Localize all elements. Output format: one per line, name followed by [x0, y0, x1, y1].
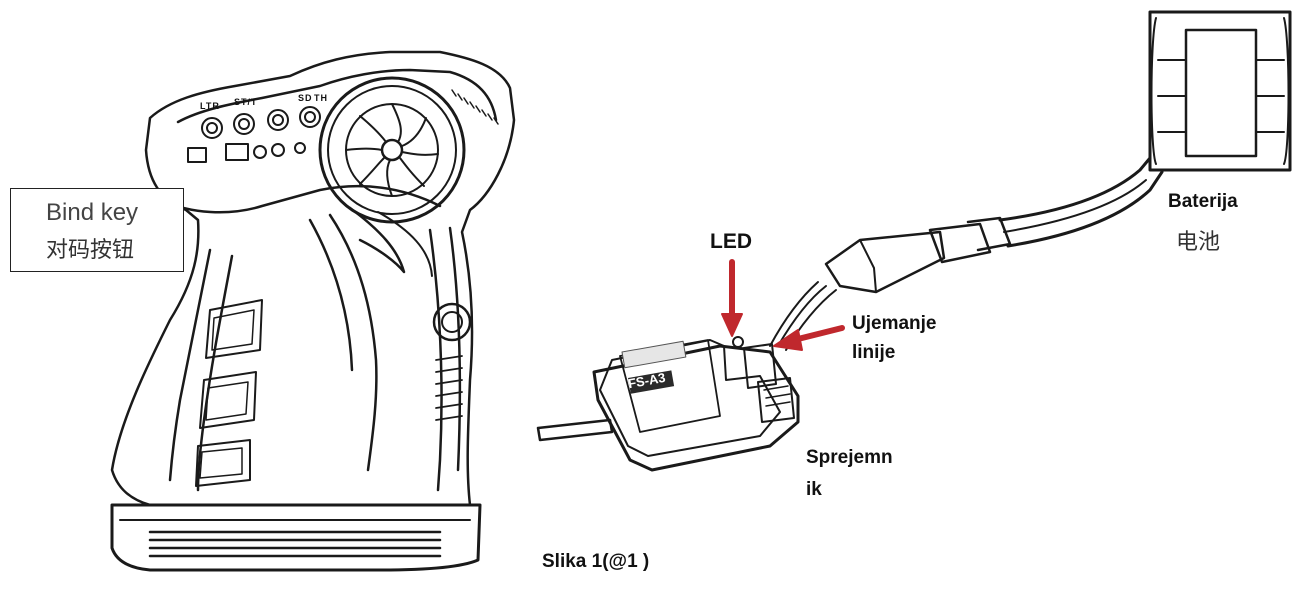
transmitter-drawing	[110, 50, 516, 572]
bind-key-label-cn: 对码按钮	[46, 238, 135, 263]
figure-caption: Slika 1(@1 )	[542, 551, 650, 572]
led-label: LED	[710, 230, 752, 253]
match-line-label-2: linije	[852, 342, 896, 363]
dial-label-th: TH	[314, 93, 328, 103]
battery-label: Baterija	[1168, 191, 1238, 212]
led-arrow	[721, 259, 743, 337]
bind-key-callout	[10, 188, 184, 272]
dial-label-sd: SD	[298, 93, 313, 103]
battery-cable-drawing	[824, 156, 1164, 294]
bind-key-label: Bind key	[46, 199, 139, 226]
match-line-arrow	[773, 325, 845, 351]
dial-label-stt: ST/T	[234, 97, 258, 107]
receiver-label-2: ik	[806, 479, 822, 500]
battery-drawing	[1148, 10, 1292, 172]
receiver-drawing	[536, 281, 837, 472]
dial-label-ltr: LTR	[200, 101, 220, 111]
battery-label-cn: 电池	[1176, 230, 1221, 255]
receiver-label-1: Sprejemn	[806, 447, 893, 468]
match-line-label-1: Ujemanje	[852, 313, 937, 334]
